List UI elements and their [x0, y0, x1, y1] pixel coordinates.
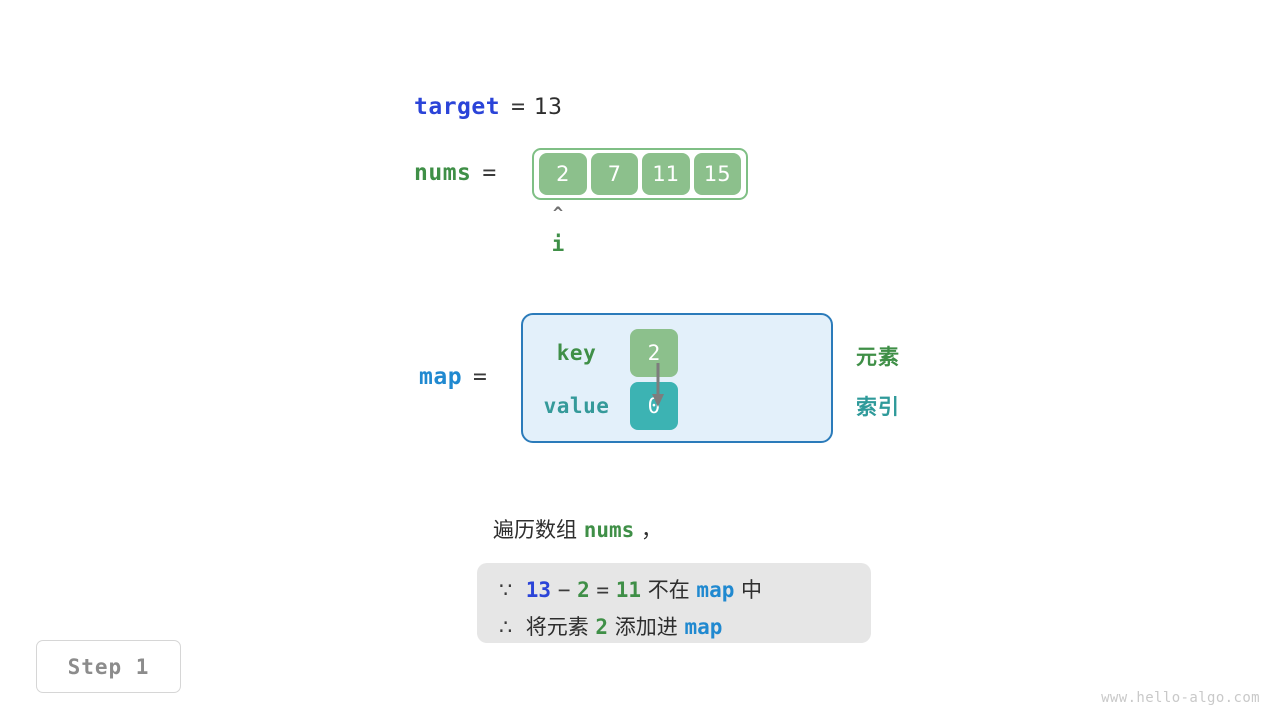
explanation-box: ∵ 13 − 2 = 11 不在 map 中 ∴ 将元素 2 添加进 map — [477, 563, 871, 643]
map-assignment: map = — [419, 364, 487, 390]
action-element-value: 2 — [595, 615, 609, 639]
step-badge: Step 1 — [36, 640, 181, 693]
because-symbol: ∵ — [499, 578, 513, 602]
nums-equals-sign: = — [482, 160, 497, 186]
map-equals-sign: = — [473, 364, 487, 390]
nums-array: 2 7 11 15 — [532, 148, 748, 200]
expr-equals-operator: = — [596, 578, 610, 602]
watermark: www.hello-algo.com — [1101, 690, 1260, 706]
array-cell: 15 — [693, 153, 741, 195]
pointer-caret-icon: ^ — [552, 204, 564, 224]
index-pointer: ^ i — [532, 206, 584, 258]
therefore-symbol: ∴ — [499, 615, 513, 639]
map-value-row: value 0 — [523, 380, 831, 432]
expr-text-not-in: 不在 — [647, 578, 690, 602]
target-variable-name: target — [414, 94, 501, 120]
explanation-line-1: ∵ 13 − 2 = 11 不在 map 中 — [499, 572, 871, 609]
target-assignment: target = 13 — [414, 94, 562, 120]
hash-map-container: key 2 value 0 — [521, 313, 833, 443]
target-value: 13 — [533, 95, 562, 120]
caption-text: 遍历数组 nums ， — [493, 514, 662, 544]
annotation-element: 元素 — [856, 345, 900, 369]
array-cell: 2 — [539, 153, 587, 195]
map-variable-name: map — [419, 364, 463, 390]
action-map-reference: map — [684, 615, 723, 639]
explanation-line-2: ∴ 将元素 2 添加进 map — [499, 609, 871, 646]
map-key-row: key 2 — [523, 327, 831, 379]
expr-target-value: 13 — [525, 578, 552, 602]
target-equals-sign: = — [511, 94, 525, 120]
pointer-label-i: i — [551, 232, 565, 256]
map-value-label: value — [543, 394, 610, 418]
annotation-index: 索引 — [856, 395, 900, 419]
map-value-cell: 0 — [630, 382, 678, 430]
caption-code-nums: nums — [583, 518, 635, 542]
caption-prefix: 遍历数组 — [493, 518, 584, 542]
expr-map-reference: map — [696, 578, 735, 602]
action-text-add-element: 将元素 — [525, 615, 589, 639]
expr-complement-value: 11 — [615, 578, 642, 602]
expr-minus-operator: − — [557, 578, 571, 602]
map-key-cell: 2 — [630, 329, 678, 377]
action-text-into: 添加进 — [614, 615, 678, 639]
array-cell: 7 — [590, 153, 638, 195]
expr-current-element: 2 — [577, 578, 590, 602]
array-cell: 11 — [642, 153, 690, 195]
expr-text-in: 中 — [741, 578, 763, 602]
map-key-label: key — [556, 341, 597, 365]
nums-assignment: nums = — [414, 160, 496, 186]
caption-suffix: ， — [634, 518, 662, 542]
nums-variable-name: nums — [414, 160, 472, 186]
